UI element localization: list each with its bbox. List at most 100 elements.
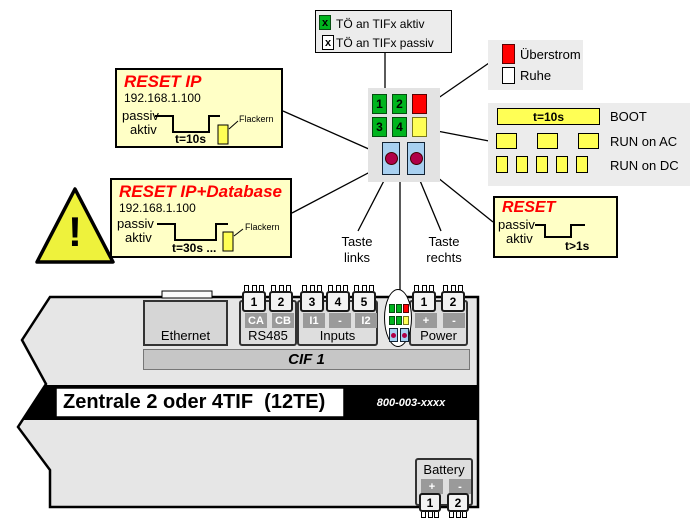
battery-terminal-1: 1 (419, 493, 443, 518)
overcurrent-label: Überstrom (520, 47, 581, 62)
rs485-label: RS485 (248, 328, 288, 343)
reset-ip-waveform (155, 115, 239, 145)
reset-time: t>1s (565, 239, 590, 253)
reset-ip-address: 192.168.1.100 (124, 91, 201, 105)
title-plate (55, 387, 345, 418)
battery-group: Battery + - (415, 458, 473, 506)
ac-blink-icon (537, 133, 558, 149)
mini-led (389, 316, 395, 325)
mini-right-button (400, 328, 409, 342)
dc-blink-icon (556, 156, 568, 173)
pins-icon (441, 285, 465, 291)
right-button-label: Taste rechts (426, 234, 462, 265)
right-button-dot (409, 152, 423, 165)
left-button-dot (384, 152, 398, 165)
reset-title: RESET (502, 199, 556, 216)
ethernet-tab (161, 290, 213, 299)
battery-terminal-2: 2 (447, 493, 471, 518)
tif-legend: x TÖ an TIFx aktiv x TÖ an TIFx passiv (315, 10, 452, 53)
reset-waveform (535, 224, 585, 238)
device-model: 800-003-xxxx (376, 396, 446, 409)
dc-blink-icon (496, 156, 508, 173)
overcurrent-legend: Überstrom Ruhe (488, 40, 583, 90)
led-1: 1 (372, 94, 387, 114)
mini-led (396, 316, 402, 325)
led-panel: 1 2 3 4 (368, 88, 440, 182)
passiv-label: passiv (122, 108, 159, 123)
mini-led (389, 304, 395, 313)
tif-aktiv-label: TÖ an TIFx aktiv (336, 17, 425, 31)
line-yellowled-to-boot (436, 130, 490, 142)
reset-ip-db-time: t=30s ... (172, 241, 217, 255)
reset-ip-time: t=10s (175, 132, 207, 146)
pins-icon (269, 285, 293, 291)
reset-ip-db-waveform (157, 223, 244, 252)
led-4: 4 (392, 117, 407, 137)
aktiv-label: aktiv (506, 231, 533, 246)
mini-led (403, 304, 409, 313)
idle-led-icon (502, 67, 515, 84)
status-oval (384, 289, 412, 347)
overcurrent-led-icon (502, 44, 515, 64)
terminal-rs485-1: 1 (242, 285, 266, 312)
mini-led (403, 316, 409, 325)
tif-passiv-label: TÖ an TIFx passiv (336, 36, 434, 50)
terminal-rs485-2: 2 (269, 285, 293, 312)
left-button-label: Taste links (341, 234, 373, 265)
checkbox-passive-icon: x (322, 35, 334, 50)
terminal-label-cb: CB (272, 313, 294, 328)
passiv-label: passiv (498, 217, 535, 232)
terminal-input-4: 4 (326, 285, 350, 312)
terminal-label-minus: - (329, 313, 351, 328)
passiv-label: passiv (117, 216, 154, 231)
run-modes-legend: t=10s BOOT RUN on AC RUN on DC (488, 103, 690, 186)
pins-icon (352, 285, 376, 291)
pins-icon (419, 512, 441, 518)
terminal-input-5: 5 (352, 285, 376, 312)
terminal-label-ca: CA (245, 313, 267, 328)
run-ac-label: RUN on AC (610, 134, 678, 149)
power-label: Power (420, 328, 457, 343)
terminal-label-i2: I2 (355, 313, 377, 328)
reset-ip-db-address: 192.168.1.100 (119, 201, 196, 215)
ethernet-label: Ethernet (160, 328, 211, 343)
left-button (382, 142, 400, 175)
cif-label: CIF 1 (288, 351, 325, 368)
battery-label: Battery (423, 462, 465, 477)
led-red (412, 94, 427, 114)
boot-label: BOOT (610, 109, 647, 124)
reset-ip-db-callout: RESET IP+Database 192.168.1.100 passiv a… (110, 178, 292, 258)
terminal-label-i1: I1 (303, 313, 325, 328)
checkbox-active-icon: x (319, 15, 331, 30)
dc-blink-icon (576, 156, 588, 173)
led-2: 2 (392, 94, 407, 114)
pins-icon (412, 285, 436, 291)
right-button (407, 142, 425, 175)
line-redled-to-overcurrent (430, 62, 490, 104)
terminal-label-plus: + (415, 313, 437, 328)
dc-blink-icon (516, 156, 528, 173)
ac-blink-icon (496, 133, 517, 149)
terminal-label-minus: - (443, 313, 465, 328)
dc-blink-icon (536, 156, 548, 173)
run-dc-label: RUN on DC (610, 158, 679, 173)
warning-mark: ! (68, 208, 82, 255)
pins-icon (242, 285, 266, 291)
led-yellow (412, 117, 427, 137)
device-title: Zentrale 2 oder 4TIF (12TE) (63, 391, 326, 413)
reset-callout: RESET passiv aktiv t>1s (493, 196, 618, 258)
ethernet-port: Ethernet (143, 300, 228, 346)
mini-led (396, 304, 402, 313)
boot-bar: t=10s (497, 108, 600, 125)
battery-plus-cell: + (421, 479, 443, 494)
aktiv-label: aktiv (125, 230, 152, 245)
terminal-power-2: 2 (441, 285, 465, 312)
pins-icon (300, 285, 324, 291)
cif-bar: CIF 1 (143, 349, 470, 370)
flicker-label: Flackern (239, 114, 274, 124)
reset-ip-db-title: RESET IP+Database (119, 182, 282, 201)
battery-minus-cell: - (449, 479, 471, 494)
idle-label: Ruhe (520, 68, 552, 83)
